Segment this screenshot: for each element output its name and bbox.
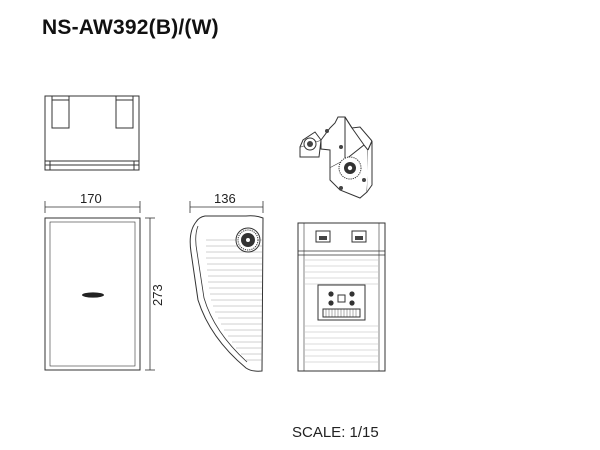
model-title: NS-AW392(B)/(W) xyxy=(42,16,219,39)
scale-label: SCALE: 1/15 xyxy=(292,424,379,441)
logo-badge xyxy=(82,292,104,298)
side-view xyxy=(189,201,264,372)
terminal-panel xyxy=(317,284,366,321)
mounting-bracket xyxy=(299,116,373,199)
top-view xyxy=(44,95,140,171)
back-view xyxy=(297,222,386,372)
mount-knob xyxy=(235,227,261,253)
front-view xyxy=(44,201,155,371)
dimension-depth: 136 xyxy=(214,191,236,206)
dimension-height: 273 xyxy=(150,284,165,306)
dimension-width: 170 xyxy=(80,191,102,206)
